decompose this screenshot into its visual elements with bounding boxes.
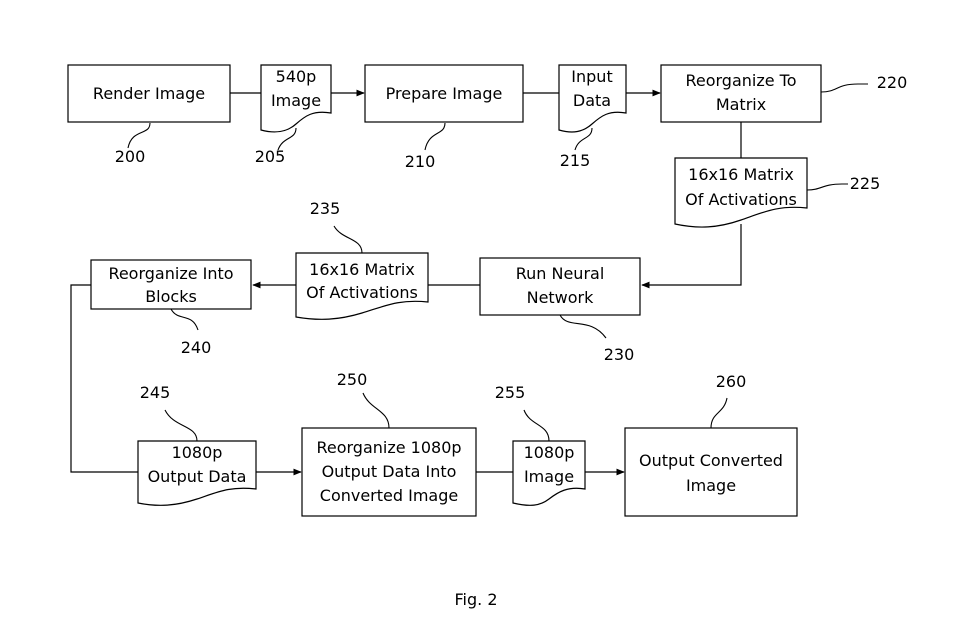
ref-230: 230 (604, 345, 635, 364)
node-label: 540p (276, 67, 317, 86)
ref-235: 235 (310, 199, 341, 218)
ref-260: 260 (716, 372, 747, 391)
node-label: 1080p (172, 443, 223, 462)
leader-220 (820, 83, 868, 93)
ref-255: 255 (495, 383, 526, 402)
leader-250 (362, 392, 390, 429)
node-label: Output Converted (639, 451, 783, 470)
leader-255 (523, 409, 550, 442)
node-label: Run Neural (516, 264, 605, 283)
leader-230 (559, 314, 607, 339)
ref-210: 210 (405, 152, 436, 171)
node-run-neural-network: Run Neural Network (479, 257, 641, 316)
leader-200 (127, 122, 151, 149)
node-label: Output Data (148, 467, 247, 486)
ref-200: 200 (115, 147, 146, 166)
node-input-data: Input Data (558, 64, 627, 133)
leader-260 (710, 397, 728, 429)
ref-250: 250 (337, 370, 368, 389)
node-label: Blocks (145, 287, 197, 306)
node-label: Matrix (716, 95, 766, 114)
node-label: 16x16 Matrix (309, 260, 415, 279)
ref-245: 245 (140, 383, 171, 402)
ref-240: 240 (181, 338, 212, 357)
leader-215 (574, 127, 593, 151)
node-label: Of Activations (306, 283, 418, 302)
node-output-converted-image: Output Converted Image (624, 427, 798, 517)
arrow-matrix225-to-neural (641, 224, 742, 289)
node-reorganize-to-matrix: Reorganize To Matrix (660, 64, 822, 123)
node-matrix-of-activations-235: 16x16 Matrix Of Activations (295, 252, 429, 320)
node-reorganize-1080p: Reorganize 1080p Output Data Into Conver… (301, 427, 477, 517)
node-matrix-of-activations-225: 16x16 Matrix Of Activations (674, 157, 808, 228)
node-540p-image: 540p Image (260, 64, 332, 133)
node-prepare-image: Prepare Image (364, 64, 524, 123)
node-label: Prepare Image (386, 84, 503, 103)
ref-215: 215 (560, 151, 591, 170)
node-label: 16x16 Matrix (688, 165, 794, 184)
node-label: Input (571, 67, 612, 86)
leader-225 (806, 183, 848, 191)
connector-blocks-to-output-data (70, 284, 138, 473)
node-label: 1080p (524, 443, 575, 462)
node-render-image: Render Image (67, 64, 231, 123)
node-label: Output Data Into (322, 462, 457, 481)
ref-220: 220 (877, 73, 908, 92)
node-1080p-output-data: 1080p Output Data (137, 440, 257, 506)
node-label: Of Activations (685, 190, 797, 209)
leader-205 (277, 127, 297, 151)
leader-235 (333, 225, 363, 254)
ref-225: 225 (850, 174, 881, 193)
node-label: Reorganize 1080p (316, 438, 461, 457)
node-label: Image (271, 91, 321, 110)
figure-caption: Fig. 2 (455, 590, 498, 609)
node-label: Reorganize To (685, 71, 796, 90)
ref-205: 205 (255, 147, 286, 166)
node-label: Reorganize Into (108, 264, 233, 283)
node-1080p-image: 1080p Image (512, 440, 586, 506)
node-label: Image (686, 476, 736, 495)
node-reorganize-into-blocks: Reorganize Into Blocks (90, 259, 252, 310)
leader-245 (164, 409, 198, 442)
leader-240 (170, 308, 199, 331)
node-label: Image (524, 467, 574, 486)
node-label: Render Image (93, 84, 205, 103)
node-label: Network (527, 288, 595, 307)
leader-210 (424, 122, 446, 151)
node-label: Converted Image (320, 486, 458, 505)
node-label: Data (573, 91, 611, 110)
